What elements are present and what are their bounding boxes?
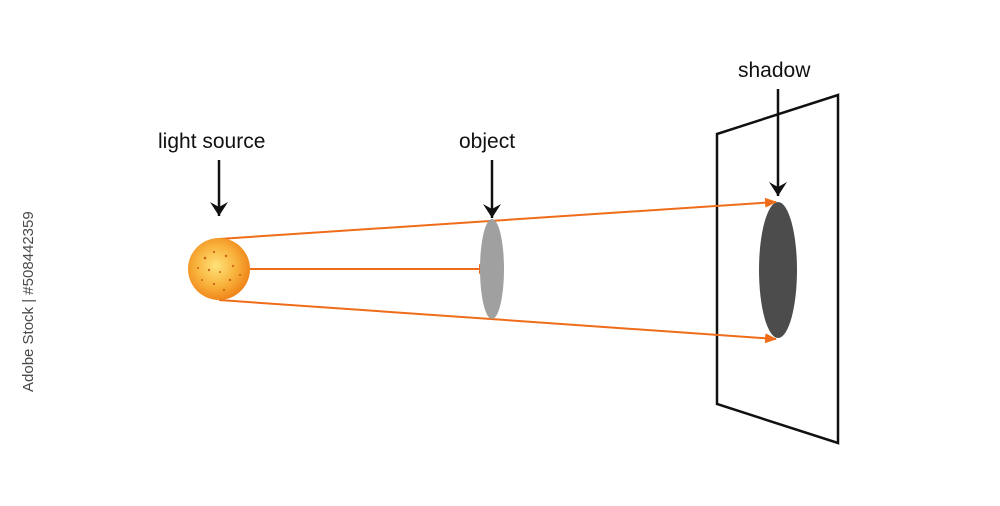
- shadow-label: shadow: [738, 59, 811, 82]
- light-source-sphere: [188, 238, 250, 300]
- stock-watermark-id: Adobe Stock | #508442359: [20, 211, 37, 392]
- object-label: object: [459, 130, 516, 153]
- ray-top: [218, 197, 777, 240]
- light-source-label: light source: [158, 130, 266, 153]
- ray-bottom: [218, 299, 777, 344]
- shadow-shape: [759, 202, 797, 338]
- object-shape: [480, 219, 504, 319]
